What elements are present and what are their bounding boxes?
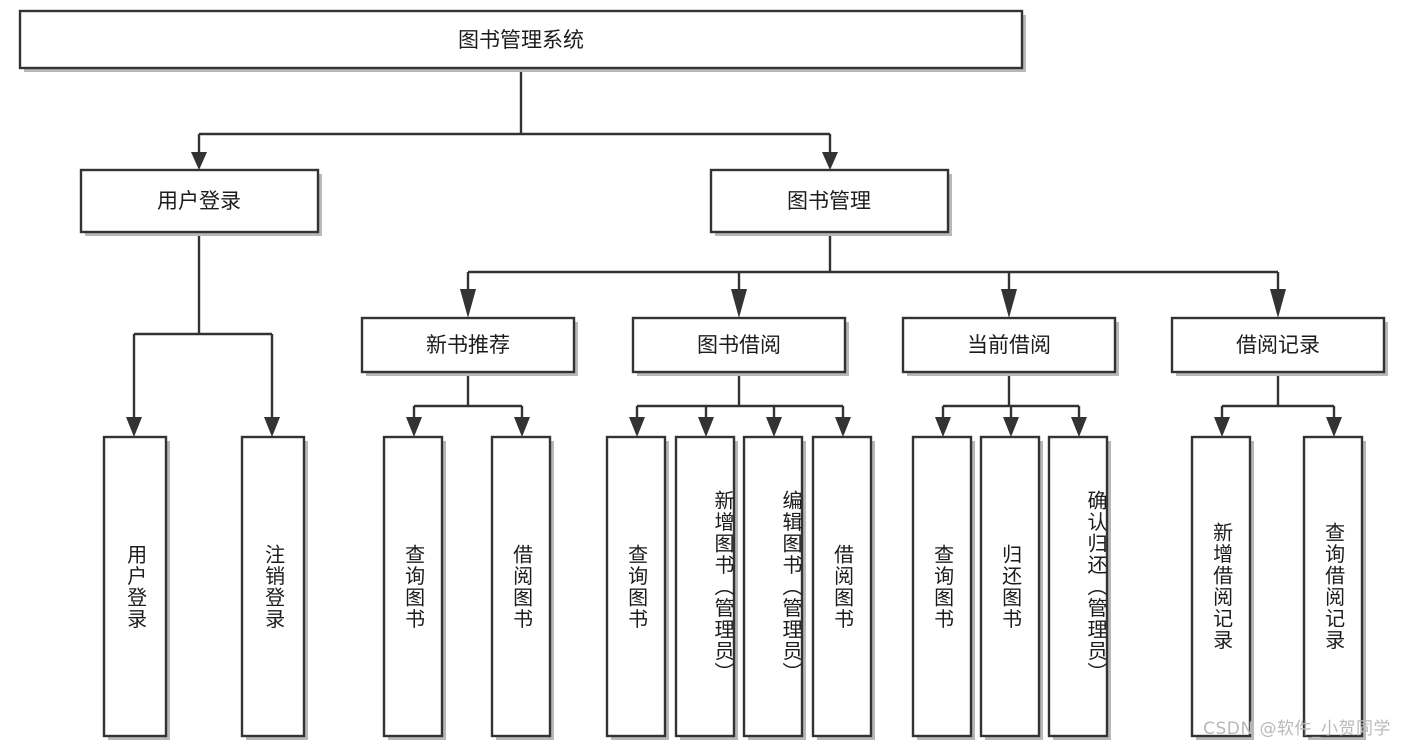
- node-root-box[interactable]: [18, 9, 1024, 70]
- node-current-borrow-box[interactable]: [901, 316, 1117, 374]
- arrowhead-new-book-recommend: [460, 289, 476, 318]
- arrowhead-book-manage: [822, 152, 838, 170]
- leaf-query-record[interactable]: [1302, 435, 1366, 740]
- node-book-manage[interactable]: 图书管理: [709, 168, 952, 236]
- leaf-borrow-book-2[interactable]: [811, 435, 875, 740]
- arrowhead-leaf-logout: [264, 417, 280, 437]
- arrowhead-user-login: [191, 152, 207, 170]
- node-new-book-recommend-label: 新书推荐: [426, 333, 510, 357]
- arrowhead-leaf-confirm-return: [1071, 417, 1087, 437]
- leaf-query-record-box[interactable]: [1302, 435, 1364, 738]
- leaf-borrow-book-1-box[interactable]: [490, 435, 552, 738]
- leaf-logout[interactable]: [240, 435, 308, 740]
- node-borrow-record-label: 借阅记录: [1236, 333, 1320, 357]
- arrowhead-leaf-query-book-1: [406, 417, 422, 437]
- leaf-edit-book-box[interactable]: [742, 435, 804, 738]
- leaf-query-book-3[interactable]: [911, 435, 975, 740]
- node-user-login-label: 用户登录: [157, 189, 241, 213]
- leaf-add-book-box[interactable]: [674, 435, 736, 738]
- arrowhead-leaf-return-book: [1003, 417, 1019, 437]
- connector-group-book-manage: [460, 232, 1286, 318]
- arrowhead-leaf-query-book-3: [935, 417, 951, 437]
- leaf-confirm-return-box[interactable]: [1047, 435, 1109, 738]
- leaf-add-record-box[interactable]: [1190, 435, 1252, 738]
- connector-group-user-login: [126, 232, 280, 437]
- leaf-edit-book[interactable]: [742, 435, 806, 740]
- arrowhead-leaf-query-record: [1326, 417, 1342, 437]
- leaf-user-login[interactable]: [102, 435, 170, 740]
- arrowhead-borrow-record: [1270, 289, 1286, 318]
- arrowhead-leaf-query-book-2: [629, 417, 645, 437]
- arrowhead-leaf-add-record: [1214, 417, 1230, 437]
- leaf-query-book-2[interactable]: [605, 435, 669, 740]
- leaf-borrow-book-1[interactable]: [490, 435, 554, 740]
- node-borrow-record[interactable]: 借阅记录: [1170, 316, 1388, 376]
- arrowhead-leaf-edit-book: [766, 417, 782, 437]
- connector-group-current-borrow: [935, 374, 1087, 437]
- node-user-login[interactable]: 用户登录: [79, 168, 322, 236]
- leaf-add-record[interactable]: [1190, 435, 1254, 740]
- leaf-query-book-1-box[interactable]: [382, 435, 444, 738]
- node-current-borrow-label: 当前借阅: [967, 333, 1051, 357]
- node-root-label: 图书管理系统: [458, 28, 584, 52]
- node-book-manage-box[interactable]: [709, 168, 950, 234]
- leaf-return-book-box[interactable]: [979, 435, 1041, 738]
- watermark: CSDN @软件_小贺同学: [1203, 719, 1391, 739]
- leaf-query-book-1[interactable]: [382, 435, 446, 740]
- connector-group-borrow-record: [1214, 374, 1342, 437]
- leaf-add-book[interactable]: [674, 435, 738, 740]
- leaf-return-book[interactable]: [979, 435, 1043, 740]
- leaf-confirm-return[interactable]: [1047, 435, 1111, 740]
- node-root[interactable]: 图书管理系统: [18, 9, 1026, 72]
- node-new-book-recommend-box[interactable]: [360, 316, 576, 374]
- node-book-borrow-label: 图书借阅: [697, 333, 781, 357]
- node-user-login-box[interactable]: [79, 168, 320, 234]
- node-book-borrow-box[interactable]: [631, 316, 847, 374]
- node-current-borrow[interactable]: 当前借阅: [901, 316, 1119, 376]
- arrowhead-leaf-add-book: [698, 417, 714, 437]
- connector-group-root: [191, 68, 838, 170]
- node-book-borrow[interactable]: 图书借阅: [631, 316, 849, 376]
- arrowhead-leaf-borrow-book-2: [835, 417, 851, 437]
- arrowhead-current-borrow: [1001, 289, 1017, 318]
- arrowhead-book-borrow: [731, 289, 747, 318]
- node-borrow-record-box[interactable]: [1170, 316, 1386, 374]
- leaf-query-book-3-box[interactable]: [911, 435, 973, 738]
- connector-group-book-borrow: [629, 374, 851, 437]
- leaf-borrow-book-2-box[interactable]: [811, 435, 873, 738]
- arrowhead-leaf-borrow-book-1: [514, 417, 530, 437]
- node-new-book-recommend[interactable]: 新书推荐: [360, 316, 578, 376]
- node-book-manage-label: 图书管理: [787, 189, 871, 213]
- leaf-query-book-2-box[interactable]: [605, 435, 667, 738]
- connector-group-new-book-recommend: [406, 374, 530, 437]
- leaf-logout-box[interactable]: [240, 435, 306, 738]
- leaf-user-login-box[interactable]: [102, 435, 168, 738]
- arrowhead-leaf-user-login: [126, 417, 142, 437]
